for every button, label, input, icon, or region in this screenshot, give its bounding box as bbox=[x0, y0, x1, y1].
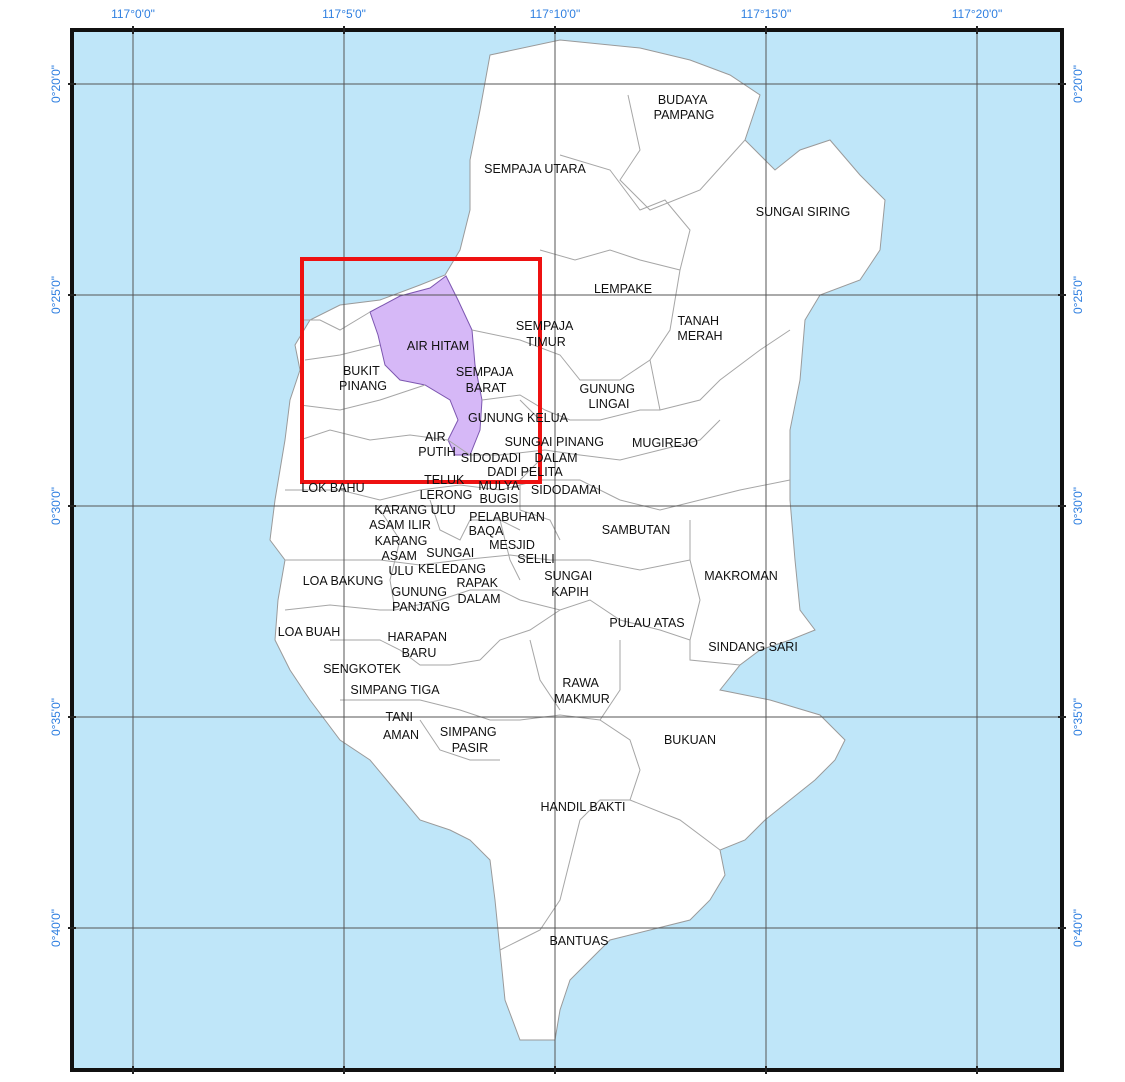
lat-label-right-5: 0°40'0" bbox=[1071, 909, 1085, 947]
label-tanah-merah[interactable]: TANAH MERAH bbox=[677, 314, 722, 343]
graticule bbox=[72, 30, 1062, 1070]
lat-label-left-4: 0°35'0" bbox=[49, 698, 63, 736]
label-simpang-pasir[interactable]: SIMPANG PASIR bbox=[440, 725, 500, 755]
lat-label-right-2: 0°25'0" bbox=[1071, 276, 1085, 314]
label-karang[interactable]: KARANG bbox=[375, 534, 428, 548]
inset-box bbox=[300, 257, 542, 484]
label-sungai-keledang[interactable]: SUNGAI KELEDANG bbox=[418, 546, 486, 576]
label-loa-bakung[interactable]: LOA BAKUNG bbox=[303, 574, 384, 588]
label-pelabuhan[interactable]: PELABUHAN bbox=[469, 510, 545, 524]
district-boundaries bbox=[284, 94, 791, 951]
label-lok-bahu[interactable]: LOK BAHU bbox=[301, 481, 364, 495]
label-teluk-lerong[interactable]: TELUK LERONG bbox=[420, 473, 473, 502]
label-sungai-siring[interactable]: SUNGAI SIRING bbox=[756, 205, 850, 219]
label-mulya[interactable]: MULYA bbox=[478, 479, 520, 493]
label-sengkotek[interactable]: SENGKOTEK bbox=[323, 662, 401, 676]
lat-label-right-1: 0°20'0" bbox=[1071, 65, 1085, 103]
place-labels: BUDAYA PAMPANG SEMPAJA UTARA SUNGAI SIRI… bbox=[278, 93, 851, 948]
longitude-labels: 117°0'0" 117°5'0" 117°10'0" 117°15'0" 11… bbox=[111, 7, 1002, 21]
label-mesjid[interactable]: MESJID bbox=[489, 538, 535, 552]
label-gunung-lingai[interactable]: GUNUNG LINGAI bbox=[579, 382, 638, 411]
lat-label-left-2: 0°25'0" bbox=[49, 276, 63, 314]
label-rawa-makmur[interactable]: RAWA MAKMUR bbox=[554, 676, 610, 706]
label-bugis[interactable]: BUGIS bbox=[480, 492, 519, 506]
label-sidodamai[interactable]: SIDODAMAI bbox=[531, 483, 601, 497]
label-sungai-kapih[interactable]: SUNGAI KAPIH bbox=[544, 569, 595, 599]
label-gunung-kelua[interactable]: GUNUNG KELUA bbox=[468, 411, 569, 425]
label-lempake[interactable]: LEMPAKE bbox=[594, 282, 652, 296]
latitude-labels-left: 0°20'0" 0°25'0" 0°30'0" 0°35'0" 0°40'0" bbox=[49, 65, 63, 947]
lat-label-right-3: 0°30'0" bbox=[1071, 487, 1085, 525]
lon-label-2: 117°5'0" bbox=[322, 7, 366, 21]
label-baqa[interactable]: BAQA bbox=[469, 524, 504, 538]
lat-label-right-4: 0°35'0" bbox=[1071, 698, 1085, 736]
label-gunung-panjang[interactable]: GUNUNG PANJANG bbox=[391, 585, 450, 614]
lon-label-5: 117°20'0" bbox=[952, 7, 1003, 21]
lat-label-left-5: 0°40'0" bbox=[49, 909, 63, 947]
label-rapak-dalam[interactable]: RAPAK DALAM bbox=[457, 576, 502, 606]
label-sempaja-utara[interactable]: SEMPAJA UTARA bbox=[484, 162, 586, 176]
frame-ticks bbox=[68, 26, 1066, 1074]
label-sambutan[interactable]: SAMBUTAN bbox=[602, 523, 671, 537]
label-sungai-pinang-dalam[interactable]: SUNGAI PINANG DALAM bbox=[505, 435, 608, 465]
lon-label-1: 117°0'0" bbox=[111, 7, 155, 21]
lat-label-left-1: 0°20'0" bbox=[49, 65, 63, 103]
label-dadi-pelita[interactable]: DADI PELITA bbox=[487, 465, 563, 479]
label-tani-aman[interactable]: TANI AMAN bbox=[383, 710, 419, 742]
lat-label-left-3: 0°30'0" bbox=[49, 487, 63, 525]
label-air-hitam[interactable]: AIR HITAM bbox=[407, 339, 469, 353]
label-sempaja-barat[interactable]: SEMPAJA BARAT bbox=[456, 365, 516, 395]
label-bukit-pinang[interactable]: BUKIT PINANG bbox=[339, 364, 387, 393]
label-bantuas[interactable]: BANTUAS bbox=[549, 934, 608, 948]
label-pulau-atas[interactable]: PULAU ATAS bbox=[609, 616, 684, 630]
map-frame bbox=[70, 28, 1064, 1072]
label-simpang-tiga[interactable]: SIMPANG TIGA bbox=[350, 683, 440, 697]
label-sindang-sari[interactable]: SINDANG SARI bbox=[708, 640, 798, 654]
lon-label-3: 117°10'0" bbox=[530, 7, 581, 21]
label-sidodadi[interactable]: SIDODADI bbox=[461, 451, 521, 465]
label-selili[interactable]: SELILI bbox=[517, 552, 555, 566]
label-mugirejo[interactable]: MUGIREJO bbox=[632, 436, 698, 450]
label-asam-ulu[interactable]: ASAM ULU bbox=[382, 549, 421, 578]
label-bukuan[interactable]: BUKUAN bbox=[664, 733, 716, 747]
label-handil-bakti[interactable]: HANDIL BAKTI bbox=[541, 800, 626, 814]
label-air-putih[interactable]: AIR PUTIH bbox=[418, 430, 456, 459]
lon-label-4: 117°15'0" bbox=[741, 7, 792, 21]
label-budaya-pampang[interactable]: BUDAYA PAMPANG bbox=[654, 93, 715, 122]
label-harapan-baru[interactable]: HARAPAN BARU bbox=[388, 630, 451, 660]
label-makroman[interactable]: MAKROMAN bbox=[704, 569, 778, 583]
latitude-labels-right: 0°20'0" 0°25'0" 0°30'0" 0°35'0" 0°40'0" bbox=[1071, 65, 1085, 947]
label-asam-ilir[interactable]: ASAM ILIR bbox=[369, 518, 431, 532]
label-sempaja-timur[interactable]: SEMPAJA TIMUR bbox=[516, 319, 576, 349]
label-karang-asam-ulu[interactable]: KARANG ULU bbox=[374, 503, 455, 517]
label-loa-buah[interactable]: LOA BUAH bbox=[278, 625, 341, 639]
